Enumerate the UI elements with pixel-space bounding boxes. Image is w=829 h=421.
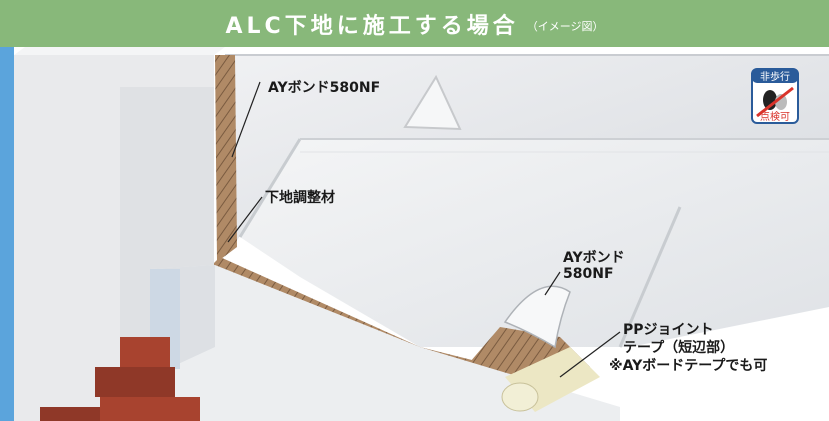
label-floor-bond-1: AYボンド xyxy=(563,250,625,266)
sky-strip xyxy=(0,47,14,421)
front-slab xyxy=(150,265,620,421)
corner-fitting xyxy=(403,74,462,131)
label-floor-bond-2: 580NF xyxy=(563,266,614,282)
leader-line-wall-bond xyxy=(231,81,261,158)
badge-line2: 点検可 xyxy=(760,110,790,123)
badge-line1: 非歩行 xyxy=(760,70,790,83)
leader-line-base xyxy=(227,196,263,243)
floor-joint-line xyxy=(618,206,682,348)
floor-sheet xyxy=(240,139,829,347)
header-bar: ALC下地に施工する場合 （イメージ図） xyxy=(0,0,829,47)
no-walking-badge: 非歩行 点検可 xyxy=(751,68,799,124)
tape-roll xyxy=(501,347,600,412)
brick-stack xyxy=(40,337,200,421)
leader-line-tape xyxy=(559,331,621,378)
diagram-subtitle: （イメージ図） xyxy=(526,19,604,33)
label-tape-2: テープ（短辺部） xyxy=(623,340,735,356)
label-wall-bond: AYボンド580NF xyxy=(268,80,381,96)
peeled-sheet xyxy=(503,285,571,349)
label-base-adjust: 下地調整材 xyxy=(265,190,335,206)
wall-adhesive-layer xyxy=(215,55,237,262)
construction-illustration xyxy=(0,47,829,421)
leader-line-floor-bond xyxy=(544,271,561,296)
diagram-title: ALC下地に施工する場合 xyxy=(225,13,519,39)
label-tape-1: PPジョイント xyxy=(623,322,714,338)
label-tape-3: ※AYボードテープでも可 xyxy=(609,358,768,374)
